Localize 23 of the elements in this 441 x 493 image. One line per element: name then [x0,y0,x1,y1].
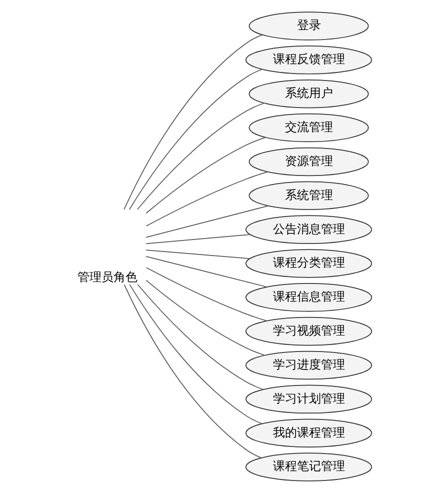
node-ellipse: 我的课程管理 [246,418,372,448]
connector [129,284,262,424]
node-ellipse: 课程信息管理 [246,283,372,312]
node-ellipse: 学习视频管理 [246,316,372,346]
node-ellipse: 学习计划管理 [246,384,372,414]
node-ellipse: 系统用户 [248,79,369,108]
node-ellipse: 交流管理 [248,113,369,142]
connector [124,284,262,458]
connector [137,102,264,210]
node-ellipse: 课程分类管理 [246,249,372,278]
node-ellipse: 资源管理 [248,147,369,176]
connector [146,234,250,244]
connector [124,34,262,210]
node-text: 管理员角色 [78,270,138,284]
connector [146,137,266,214]
node-ellipse: 学习进度管理 [246,350,372,380]
node-ellipse: 系统管理 [248,181,369,210]
node-ellipse: 登录 [248,12,369,40]
node-ellipse: 课程笔记管理 [246,452,372,482]
connector [146,250,250,260]
connector [128,68,262,210]
node-ellipse: 课程反馈管理 [246,46,372,74]
node-ellipse: 公告消息管理 [246,215,372,244]
